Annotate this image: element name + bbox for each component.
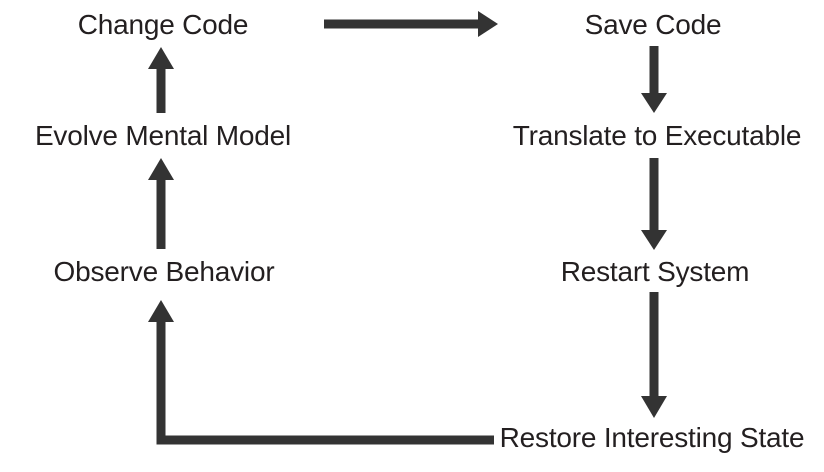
node-restart-system[interactable]: Restart System (560, 256, 750, 287)
node-restore-interesting-state[interactable]: Restore Interesting State (499, 422, 805, 453)
edge-change-to-save (324, 11, 498, 37)
node-change-code[interactable]: Change Code (77, 9, 249, 40)
edge-restart-to-restore (641, 292, 667, 418)
node-observe-behavior[interactable]: Observe Behavior (53, 256, 275, 287)
edge-restore-to-observe (148, 300, 494, 445)
node-evolve-mental-model[interactable]: Evolve Mental Model (34, 120, 292, 151)
edge-evolve-to-change (148, 47, 174, 113)
edge-save-to-translate (641, 46, 667, 113)
edge-observe-to-evolve (148, 158, 174, 249)
node-translate-to-executable[interactable]: Translate to Executable (512, 120, 802, 151)
node-save-code[interactable]: Save Code (584, 9, 722, 40)
edge-translate-to-restart (641, 158, 667, 250)
